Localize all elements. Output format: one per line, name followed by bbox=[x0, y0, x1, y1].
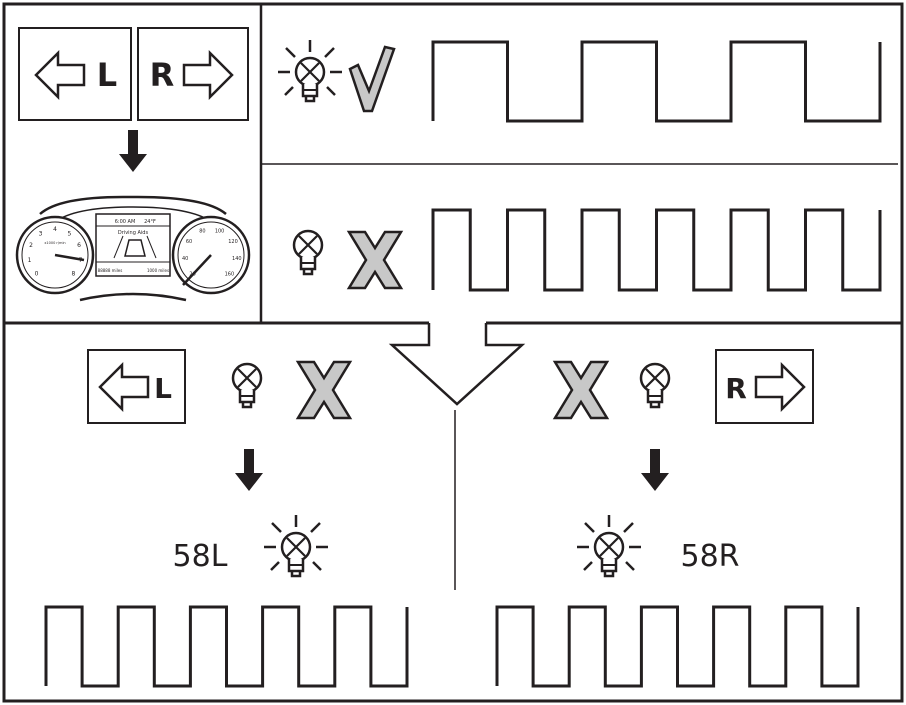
tach-number: 8 bbox=[71, 270, 75, 277]
left-bulb-code: 58L bbox=[173, 539, 228, 574]
right-turn-button[interactable]: R bbox=[137, 27, 249, 121]
speed-number: 160 bbox=[225, 271, 235, 277]
speed-number: 20 bbox=[189, 271, 195, 277]
fault-x-mark-icon bbox=[347, 230, 403, 290]
cluster-display-title: Driving Aids bbox=[118, 230, 149, 236]
left-lit-bulb-icon bbox=[262, 513, 330, 578]
left-down-arrow-icon bbox=[235, 449, 263, 491]
right-bulb-code: 58R bbox=[680, 539, 739, 574]
tach-number: 2 bbox=[29, 242, 33, 249]
tach-numbers: 01 23 4 56 78 bbox=[28, 226, 83, 277]
normal-signal-waveform bbox=[431, 40, 882, 123]
tach-number: 4 bbox=[53, 226, 57, 233]
left-turn-button[interactable]: L bbox=[18, 27, 132, 121]
tach-number: 0 bbox=[35, 270, 39, 277]
tach-number: 1 bbox=[28, 257, 32, 264]
speed-number: 140 bbox=[232, 256, 242, 262]
speed-needle bbox=[182, 254, 212, 286]
tach-needle bbox=[54, 253, 85, 262]
cluster-odometer: 88888 miles bbox=[98, 268, 123, 273]
transition-arrow-icon bbox=[388, 323, 526, 406]
left-button-letter: L bbox=[97, 56, 117, 94]
cluster-trip: 1000 miles bbox=[147, 268, 169, 273]
car-icon bbox=[124, 239, 146, 257]
right-button-letter: R bbox=[150, 56, 175, 94]
speed-number: 40 bbox=[182, 256, 188, 262]
tach-number: 6 bbox=[77, 242, 81, 249]
instrument-cluster bbox=[15, 195, 251, 302]
bottom-left-turn-button[interactable]: L bbox=[87, 349, 186, 424]
normal-bulb-icon bbox=[276, 38, 344, 103]
left-out-bulb-icon bbox=[231, 362, 263, 409]
cluster-text: 6:00 AM 24°F Driving Aids 88888 miles 10… bbox=[44, 219, 169, 273]
speed-number: 100 bbox=[215, 229, 225, 235]
right-result-waveform bbox=[495, 605, 860, 688]
speed-number: 60 bbox=[186, 239, 192, 245]
right-down-arrow-icon bbox=[641, 449, 669, 491]
speed-number: 120 bbox=[228, 239, 238, 245]
check-mark-icon bbox=[348, 45, 396, 113]
tach-number: 5 bbox=[67, 230, 71, 237]
cluster-clock: 6:00 AM bbox=[115, 219, 136, 225]
left-x-mark-icon bbox=[296, 360, 352, 420]
fast-signal-waveform bbox=[431, 208, 882, 292]
speed-number: 80 bbox=[199, 229, 205, 235]
right-lit-bulb-icon bbox=[575, 513, 643, 578]
fault-bulb-icon bbox=[292, 229, 324, 276]
tach-unit-label: x1000 r/min bbox=[44, 241, 65, 245]
right-x-mark-icon bbox=[553, 360, 609, 420]
bottom-right-button-letter: R bbox=[725, 372, 747, 405]
bottom-left-button-letter: L bbox=[154, 372, 172, 405]
right-out-bulb-icon bbox=[639, 362, 671, 409]
center-display bbox=[95, 213, 171, 277]
tach-number: 7 bbox=[79, 257, 83, 264]
left-result-waveform bbox=[44, 605, 409, 688]
down-arrow-icon bbox=[119, 130, 147, 172]
tach-number: 3 bbox=[39, 230, 43, 237]
bottom-right-turn-button[interactable]: R bbox=[715, 349, 814, 424]
cluster-temp: 24°F bbox=[144, 219, 156, 225]
